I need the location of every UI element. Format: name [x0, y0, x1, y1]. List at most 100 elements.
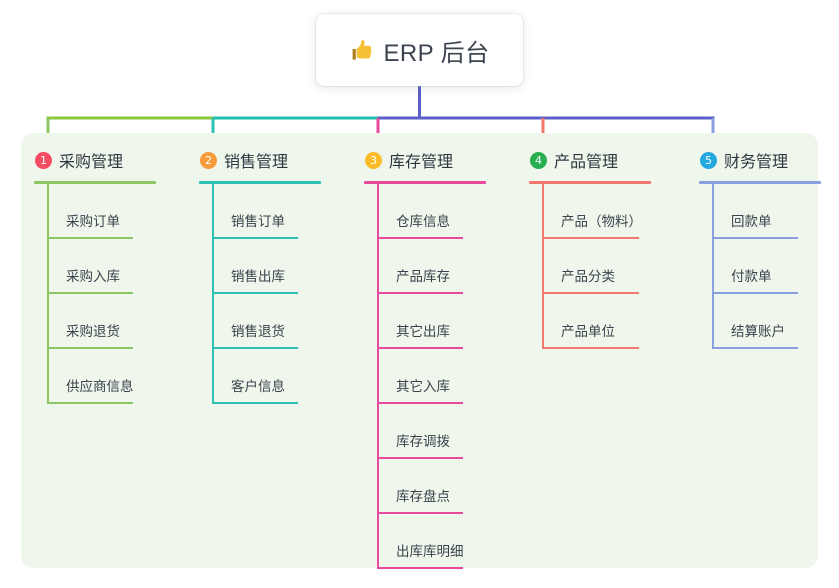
leaf-item[interactable]: 采购入库 — [21, 239, 186, 294]
leaf-item[interactable]: 供应商信息 — [21, 349, 186, 404]
leaf-item[interactable]: 其它出库 — [351, 294, 516, 349]
column-badge-3: 3 — [365, 151, 382, 169]
leaf-rule — [542, 347, 639, 349]
thumbs-up-icon — [350, 38, 375, 63]
leaf-list-4: 产品（物料） 产品分类产品单位 — [516, 184, 686, 349]
leaf-label: 销售出库 — [231, 269, 285, 284]
leaf-list-3: 仓库信息产品库存其它出库其它入库库存调拨库存盘点出库库明细 — [351, 184, 516, 569]
leaf-label: 销售退货 — [231, 324, 285, 339]
leaf-item[interactable]: 销售出库 — [186, 239, 351, 294]
column-badge-1: 1 — [35, 151, 52, 169]
leaf-item[interactable]: 结算账户 — [686, 294, 834, 349]
leaf-rule — [377, 457, 463, 459]
leaf-rule — [377, 347, 463, 349]
leaf-list-5: 回款单付款单结算账户 — [686, 184, 834, 349]
leaf-label: 结算账户 — [731, 324, 785, 339]
leaf-label: 出库库明细 — [396, 544, 464, 559]
leaf-rule — [212, 292, 298, 294]
column-4: 4 产品管理产品（物料） 产品分类产品单位 — [516, 145, 686, 349]
leaf-spine-4 — [542, 184, 544, 349]
leaf-label: 库存盘点 — [396, 489, 450, 504]
leaf-rule — [212, 237, 298, 239]
leaf-rule — [47, 347, 133, 349]
column-5: 5 财务管理回款单付款单结算账户 — [686, 145, 834, 349]
leaf-rule — [47, 292, 133, 294]
leaf-item[interactable]: 产品库存 — [351, 239, 516, 294]
leaf-spine-3 — [377, 184, 379, 569]
leaf-rule — [712, 347, 798, 349]
column-title-2: 销售管理 — [224, 154, 289, 171]
leaf-item[interactable]: 产品（物料） — [516, 184, 686, 239]
leaf-rule — [377, 567, 463, 569]
leaf-label: 供应商信息 — [66, 379, 134, 394]
column-badge-2: 2 — [200, 151, 217, 169]
column-title-1: 采购管理 — [59, 154, 124, 171]
leaf-label: 付款单 — [731, 269, 772, 284]
leaf-label: 回款单 — [731, 214, 772, 229]
leaf-label: 产品分类 — [561, 269, 615, 284]
leaf-rule — [47, 402, 133, 404]
leaf-rule — [377, 292, 463, 294]
column-rule-1 — [34, 181, 156, 184]
leaf-item[interactable]: 客户信息 — [186, 349, 351, 404]
column-rule-2 — [199, 181, 321, 184]
leaf-rule — [212, 402, 298, 404]
column-rule-3 — [364, 181, 486, 184]
leaf-list-1: 采购订单采购入库采购退货供应商信息 — [21, 184, 186, 404]
leaf-label: 库存调拨 — [396, 434, 450, 449]
root-node-card[interactable]: ERP 后台 — [316, 14, 523, 86]
leaf-rule — [542, 237, 639, 239]
column-1: 1 采购管理采购订单采购入库采购退货供应商信息 — [21, 145, 186, 404]
leaf-spine-2 — [212, 184, 214, 404]
leaf-rule — [377, 402, 463, 404]
leaf-label: 仓库信息 — [396, 214, 450, 229]
leaf-rule — [712, 292, 798, 294]
leaf-rule — [212, 347, 298, 349]
leaf-item[interactable]: 其它入库 — [351, 349, 516, 404]
column-badge-5: 5 — [700, 151, 717, 169]
leaf-item[interactable]: 出库库明细 — [351, 514, 516, 569]
leaf-item[interactable]: 库存调拨 — [351, 404, 516, 459]
leaf-item[interactable]: 产品单位 — [516, 294, 686, 349]
leaf-item[interactable]: 库存盘点 — [351, 459, 516, 514]
leaf-item[interactable]: 销售订单 — [186, 184, 351, 239]
column-title-4: 产品管理 — [554, 154, 619, 171]
column-2: 2 销售管理销售订单销售出库销售退货客户信息 — [186, 145, 351, 404]
leaf-spine-1 — [47, 184, 49, 404]
leaf-item[interactable]: 销售退货 — [186, 294, 351, 349]
leaf-label: 采购退货 — [66, 324, 120, 339]
leaf-rule — [377, 512, 463, 514]
tree-panel — [21, 133, 818, 568]
leaf-label: 销售订单 — [231, 214, 285, 229]
leaf-label: 采购订单 — [66, 214, 120, 229]
leaf-item[interactable]: 采购订单 — [21, 184, 186, 239]
column-header-1[interactable]: 1 采购管理 — [21, 145, 186, 175]
leaf-item[interactable]: 回款单 — [686, 184, 834, 239]
column-header-5[interactable]: 5 财务管理 — [686, 145, 834, 175]
leaf-label: 采购入库 — [66, 269, 120, 284]
leaf-item[interactable]: 付款单 — [686, 239, 834, 294]
column-title-5: 财务管理 — [724, 154, 789, 171]
column-title-3: 库存管理 — [389, 154, 454, 171]
column-header-3[interactable]: 3 库存管理 — [351, 145, 516, 175]
leaf-label: 其它出库 — [396, 324, 450, 339]
leaf-item[interactable]: 仓库信息 — [351, 184, 516, 239]
leaf-item[interactable]: 采购退货 — [21, 294, 186, 349]
leaf-label: 产品库存 — [396, 269, 450, 284]
leaf-spine-5 — [712, 184, 714, 349]
leaf-rule — [542, 292, 639, 294]
leaf-label: 产品（物料） — [561, 214, 642, 229]
column-header-4[interactable]: 4 产品管理 — [516, 145, 686, 175]
leaf-list-2: 销售订单销售出库销售退货客户信息 — [186, 184, 351, 404]
column-rule-5 — [699, 181, 821, 184]
leaf-rule — [47, 237, 133, 239]
leaf-label: 产品单位 — [561, 324, 615, 339]
column-3: 3 库存管理仓库信息产品库存其它出库其它入库库存调拨库存盘点出库库明细 — [351, 145, 516, 569]
leaf-rule — [712, 237, 798, 239]
column-badge-4: 4 — [530, 151, 547, 169]
root-title: ERP 后台 — [383, 39, 490, 67]
column-header-2[interactable]: 2 销售管理 — [186, 145, 351, 175]
leaf-item[interactable]: 产品分类 — [516, 239, 686, 294]
leaf-rule — [377, 237, 463, 239]
